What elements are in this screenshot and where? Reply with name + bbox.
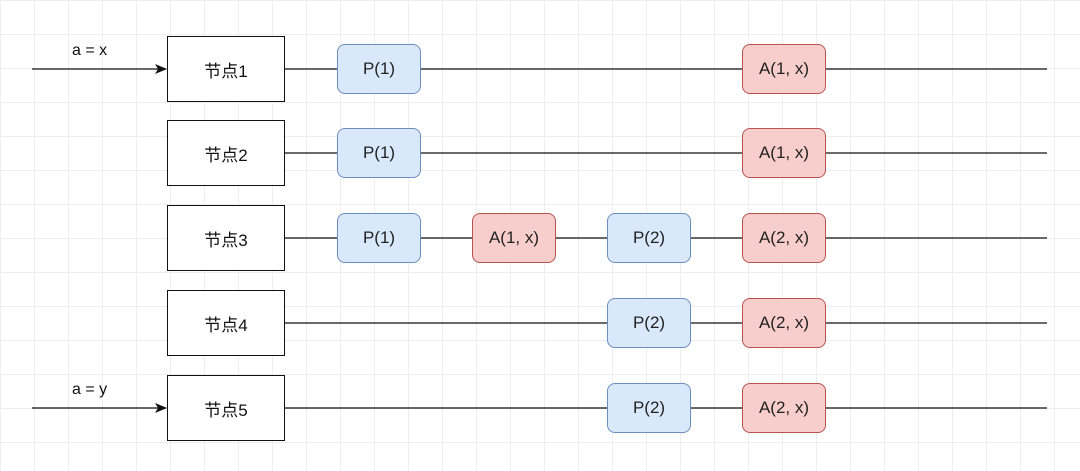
prepare-message: P(1) [337,128,421,178]
accept-message: A(2, x) [742,213,826,263]
prepare-message: P(1) [337,44,421,94]
input-label: a = x [72,42,108,59]
prepare-message: P(2) [607,383,691,433]
accept-message: A(2, x) [742,383,826,433]
prepare-message: P(2) [607,298,691,348]
accept-message: A(2, x) [742,298,826,348]
node-box: 节点1 [167,36,285,102]
node-box: 节点5 [167,375,285,441]
accept-message: A(1, x) [742,44,826,94]
prepare-message: P(2) [607,213,691,263]
prepare-message: P(1) [337,213,421,263]
node-box: 节点4 [167,290,285,356]
node-box: 节点3 [167,205,285,271]
node-box: 节点2 [167,120,285,186]
accept-message: A(1, x) [742,128,826,178]
input-label: a = y [72,381,108,398]
accept-message: A(1, x) [472,213,556,263]
